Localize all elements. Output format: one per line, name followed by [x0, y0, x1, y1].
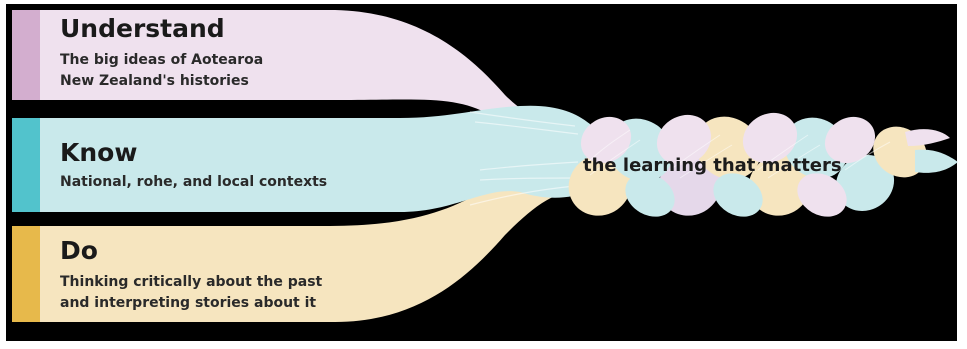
do-description: Thinking critically about the past and i… — [60, 272, 322, 314]
do-description-line: Thinking critically about the past — [60, 272, 322, 293]
braid-tail — [905, 129, 950, 146]
understand-description-line: New Zealand's histories — [60, 71, 263, 92]
do-description-line: and interpreting stories about it — [60, 293, 322, 314]
strand-know-accent — [12, 118, 40, 212]
braid-tail — [915, 150, 958, 173]
understand-description: The big ideas of Aotearoa New Zealand's … — [60, 50, 263, 92]
do-heading: Do — [60, 236, 98, 265]
strand-do-accent — [12, 226, 40, 322]
braid-caption: the learning that matters — [583, 155, 842, 176]
understand-heading: Understand — [60, 14, 225, 43]
understand-description-line: The big ideas of Aotearoa — [60, 50, 263, 71]
know-heading: Know — [60, 138, 137, 167]
strand-understand-accent — [12, 10, 40, 100]
know-description-line: National, rohe, and local contexts — [60, 172, 327, 193]
know-description: National, rohe, and local contexts — [60, 172, 327, 193]
